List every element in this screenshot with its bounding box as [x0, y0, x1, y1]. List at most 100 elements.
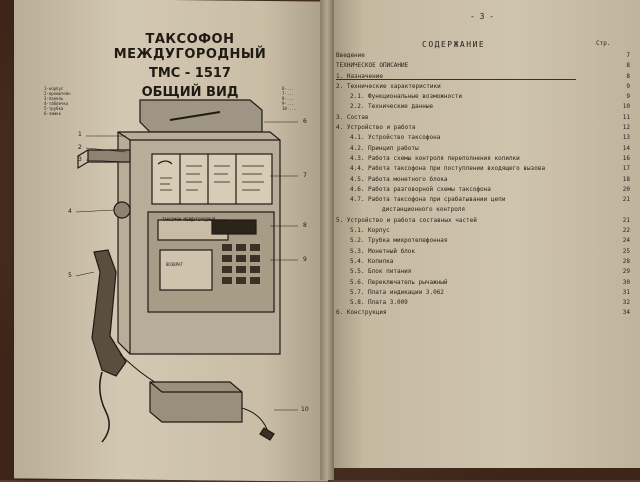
callout-4: 4: [68, 208, 72, 215]
toc-entry: 2. Технические характеристики 9: [336, 83, 636, 93]
toc-entry: 1. Назначение 8: [336, 73, 636, 83]
toc-entry: 5.3. Монетный блок 25: [336, 248, 636, 258]
toc-entry: 4.7. Работа таксофона при срабатывании ц…: [336, 196, 636, 206]
toc-entry-page: 30: [622, 278, 630, 286]
toc-entry-title: 3. Состав: [336, 113, 369, 121]
toc-entry: 5.6. Переключатель рычажный 30: [336, 279, 636, 289]
toc-entry-title: 1. Назначение: [336, 72, 383, 80]
legend-right: 6-... 7-... 8-... 9-... 10-...: [282, 86, 296, 111]
toc-entry: 5.8. Плата 3.009 32: [336, 299, 636, 309]
title-line-1: ТАКСОФОН МЕЖДУГОРОДНЫЙ: [113, 32, 267, 62]
toc-entry-page: 31: [622, 288, 630, 296]
toc-entry-page: 11: [622, 113, 630, 121]
toc-entry-page: 7: [626, 52, 630, 59]
toc-page-column-header: Стр.: [596, 40, 611, 47]
toc-entry: 4.1. Устройство таксофона 13: [336, 134, 636, 144]
toc-entry-page: 21: [622, 216, 630, 224]
toc-entry: 5.2. Трубка микротелефонная 24: [336, 237, 636, 247]
toc-entry-page: 16: [622, 154, 630, 162]
toc-title: СОДЕРЖАНИЕ: [422, 40, 486, 49]
legend-left-item: 1-корпус: [44, 86, 64, 91]
toc-entry-page: 17: [622, 165, 630, 173]
toc-entry: 2.2. Технические данные 10: [336, 103, 636, 113]
title-line-3: ОБЩИЙ ВИД: [141, 85, 239, 100]
callout-5: 5: [68, 272, 72, 279]
legend-left-item: 4-табличка: [44, 101, 69, 106]
toc-entry-title: 4.6. Работа разговорной схемы таксофона: [350, 185, 491, 193]
toc-entry-page: 10: [622, 103, 630, 111]
toc-entry-title: 4.5. Работа монетного блока: [350, 175, 448, 183]
toc-entry-title: 6. Конструкция: [336, 309, 387, 317]
toc-entry-title: 4.4. Работа таксофона при поступлении вх…: [350, 165, 546, 173]
display-label: ВОЗВРАТ: [166, 262, 183, 267]
toc-entry-title: 5.2. Трубка микротелефонная: [350, 237, 448, 245]
toc-entry-page: 13: [622, 134, 630, 142]
callout-6: 6: [303, 118, 307, 125]
legend-left-item: 2-кронштейн: [44, 91, 71, 96]
toc-entry-title: 4.7. Работа таксофона при срабатывании ц…: [350, 196, 506, 204]
toc-entry-page: 29: [622, 268, 630, 276]
toc-entry-page: 21: [622, 196, 630, 204]
toc-entry-page: 32: [622, 299, 630, 307]
toc-entry-page: 20: [622, 185, 630, 193]
toc-entry: 5. Устройство и работа составных частей 2…: [336, 217, 636, 227]
payphone-drawing: [75, 99, 298, 443]
callout-1: 1: [78, 131, 82, 138]
toc-entry-page: 25: [622, 247, 630, 255]
panel-label: ТАКСОФОН МЕЖДУГОРОДНЫЙ: [162, 217, 215, 222]
toc-entry-title: 5.3. Монетный блок: [350, 247, 416, 255]
toc-entry-page: 34: [622, 309, 630, 317]
toc-entry: 5.5. Блок питания 29: [336, 268, 636, 278]
legend-right-item: 9-...: [282, 101, 295, 106]
toc-entry-page: 8: [626, 72, 630, 80]
toc-entry-page: 18: [622, 175, 630, 183]
toc-entry-page: 9: [626, 93, 630, 101]
toc-entry: 4. Устройство и работа 12: [336, 124, 636, 134]
toc-entry-page: 12: [622, 124, 630, 132]
toc-entry-title: 4.3. Работа схемы контроля переполнения …: [350, 154, 520, 162]
toc-entry: 4.2. Принцип работы 14: [336, 145, 636, 155]
toc-entry-page: 24: [622, 237, 630, 245]
legend-left-item: 5-трубка: [44, 106, 64, 111]
toc-entry-title: 5.4. Копилка: [350, 257, 394, 265]
toc-entry-title: 4.2. Принцип работы: [350, 144, 419, 152]
toc-entry-title: 5.7. Плата индикации 3.062: [350, 288, 444, 296]
toc-entry-title: 2. Технические характеристики: [336, 82, 441, 90]
callout-8: 8: [303, 222, 307, 229]
toc-entry-title: дистанционного контроля: [382, 206, 466, 214]
toc-entry: дистанционного контроля: [336, 206, 636, 216]
toc-entry: 4.3. Работа схемы контроля переполнения …: [336, 155, 636, 165]
legend-right-item: 10-...: [282, 106, 297, 111]
legend-left: 1-корпус 2-кронштейн 3-панель 4-табличка…: [44, 86, 71, 116]
toc-entry-title: 4.1. Устройство таксофона: [350, 134, 441, 142]
toc-entry: 3. Состав 11: [336, 114, 636, 124]
book-gutter: [320, 0, 334, 480]
toc-entry: 5.7. Плата индикации 3.062 31: [336, 289, 636, 299]
legend-right-item: 7-...: [282, 91, 295, 96]
toc-entry-page: 8: [626, 62, 630, 70]
legend-right-item: 8-...: [282, 96, 295, 101]
toc-entry: 4.4. Работа таксофона при поступлении вх…: [336, 165, 636, 175]
legend-left-item: 6-замок: [44, 111, 61, 116]
legend-left-item: 3-панель: [44, 96, 64, 101]
callout-10: 10: [301, 406, 309, 413]
callout-3: 3: [78, 156, 82, 163]
right-page: [326, 0, 640, 468]
toc-entry-title: 5. Устройство и работа составных частей: [336, 216, 477, 224]
callout-9: 9: [303, 256, 307, 263]
toc-entry-title: 5.8. Плата 3.009: [350, 299, 408, 307]
drawing-title: ТАКСОФОН МЕЖДУГОРОДНЫЙ ТМС - 1517 ОБЩИЙ …: [80, 32, 300, 100]
toc-entry-page: 9: [626, 82, 630, 90]
toc-entry-title: 4. Устройство и работа: [336, 124, 416, 132]
toc-entry-title: 5.5. Блок питания: [350, 268, 412, 276]
legend-right-item: 6-...: [282, 86, 295, 91]
toc-entry-title: 5.6. Переключатель рычажный: [350, 278, 448, 286]
toc-entry-title: 2.2. Технические данные: [350, 103, 434, 111]
toc-entry-page: 14: [622, 144, 630, 152]
